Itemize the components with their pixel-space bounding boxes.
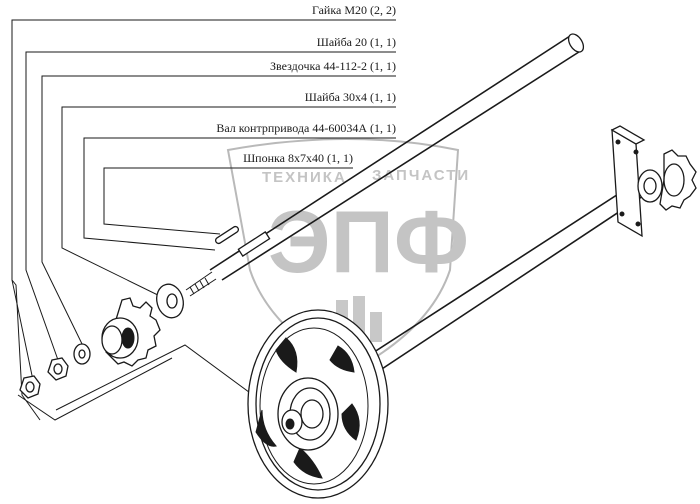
- washer20-part: [73, 343, 91, 365]
- label-sprocket: Звездочка 44-112-2 (1, 1): [270, 59, 396, 73]
- leader-bottom-2: [55, 344, 277, 413]
- watermark-top-text-right: ЗАПЧАСТИ: [372, 167, 470, 184]
- watermark-top-text: ТЕХНИКА: [262, 169, 347, 186]
- flange-part: [610, 125, 663, 238]
- label-washer30: Шайба 30х4 (1, 1): [305, 90, 396, 104]
- nut-part-2: [19, 375, 41, 399]
- key-part: [214, 225, 240, 245]
- watermark-logo: ЭПФ: [268, 192, 469, 291]
- right-sprocket-part: [659, 149, 697, 211]
- leader-washer30: [61, 106, 396, 301]
- washer30-part: [156, 283, 184, 319]
- upper-shaft: [185, 33, 585, 297]
- label-washer20: Шайба 20 (1, 1): [317, 35, 396, 49]
- leader-lines: [11, 19, 396, 421]
- shaft-keyway: [237, 231, 271, 257]
- leader-nut: [11, 19, 396, 386]
- leader-key: [103, 167, 353, 235]
- shaft-thread: [185, 271, 217, 297]
- label-nut: Гайка М20 (2, 2): [312, 3, 396, 17]
- leader-nut-2: [11, 279, 41, 421]
- leader-bottom-1: [17, 357, 173, 421]
- sprocket-part: [101, 297, 161, 367]
- pulley-part: [247, 309, 389, 499]
- leader-shaft: [83, 137, 396, 251]
- label-shaft: Вал контрпривода 44-60034А (1, 1): [216, 121, 396, 135]
- leader-sprocket: [41, 75, 396, 349]
- nut-part-1: [47, 357, 69, 381]
- leader-washer20: [25, 51, 396, 361]
- label-key: Шпонка 8х7х40 (1, 1): [243, 151, 353, 165]
